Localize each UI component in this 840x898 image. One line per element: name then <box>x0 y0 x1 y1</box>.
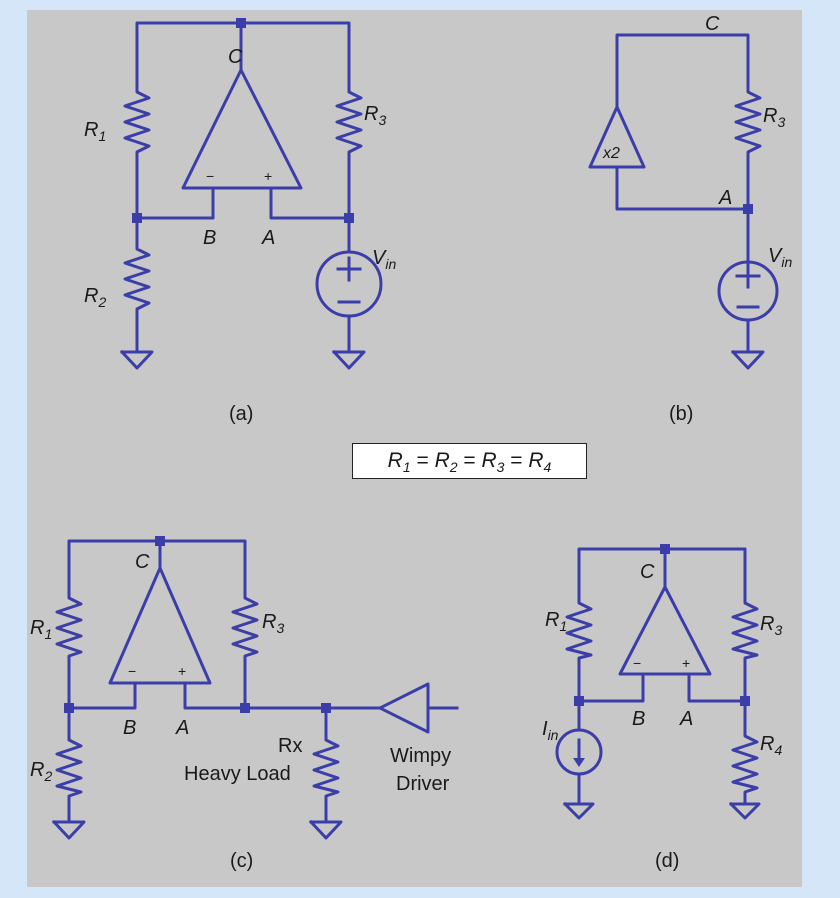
caption-c: (c) <box>230 850 253 872</box>
ground-a-1 <box>119 349 154 370</box>
node-dot <box>660 544 670 554</box>
caption-b: (b) <box>669 403 693 425</box>
opamp-a-triangle <box>181 68 303 190</box>
eq-sub: 3 <box>496 459 505 476</box>
resistor-a-r2 <box>123 240 151 314</box>
label-d-r4: R4 <box>760 733 782 758</box>
label-a-r2: R2 <box>84 285 106 310</box>
node-dot <box>240 703 250 713</box>
eq-r: R <box>434 449 450 472</box>
ground-d-1 <box>562 801 595 820</box>
ground-c-1 <box>51 819 86 840</box>
eq-equals: = <box>457 449 482 472</box>
resistor-d-r4 <box>731 728 759 806</box>
label-a-plus: + <box>264 168 272 184</box>
label-d-minus: − <box>633 655 641 671</box>
circuit-a: C − + B A R1 R2 R3 Vin (a) <box>84 18 396 425</box>
label-d-r1: R1 <box>545 609 567 634</box>
resistor-c-r2 <box>55 732 83 824</box>
label-b-r3: R3 <box>763 105 785 130</box>
label-a-node-b: B <box>203 227 216 249</box>
label-b-node-c: C <box>705 13 720 35</box>
opamp-c-triangle <box>108 566 212 685</box>
resistor-c-rx <box>312 732 340 824</box>
label-c-plus: + <box>178 663 186 679</box>
eq-equals: = <box>504 449 529 472</box>
node-dot <box>344 213 354 223</box>
label-d-node-a: A <box>679 708 693 730</box>
buffer-c-wimpy-driver <box>378 682 430 734</box>
eq-sub: 1 <box>402 459 411 476</box>
circuit-d: C − + B A R1 R3 R4 Iin (d) <box>542 544 782 872</box>
label-a-node-a: A <box>261 227 275 249</box>
resistor-equality-box: R1 = R2 = R3 = R4 <box>352 443 587 479</box>
eq-r: R <box>481 449 497 472</box>
label-d-r3: R3 <box>760 613 782 638</box>
label-d-node-b: B <box>632 708 645 730</box>
label-a-r3: R3 <box>364 103 386 128</box>
label-a-node-c: C <box>228 46 243 68</box>
circuit-c: C − + B A R1 R2 R3 Rx Heavy Load Wimpy D… <box>30 536 459 872</box>
label-a-minus: − <box>206 168 214 184</box>
resistor-c-r1 <box>55 590 83 660</box>
caption-a: (a) <box>229 403 253 425</box>
node-dot <box>64 703 74 713</box>
caption-d: (d) <box>655 850 679 872</box>
circuit-a-wires <box>135 21 351 354</box>
label-d-iin: Iin <box>542 718 559 743</box>
label-c-minus: − <box>128 663 136 679</box>
label-c-r2: R2 <box>30 759 52 784</box>
label-c-r3: R3 <box>262 611 284 636</box>
label-d-plus: + <box>682 655 690 671</box>
label-c-wimpy: Wimpy <box>390 745 451 767</box>
label-a-r1: R1 <box>84 119 106 144</box>
node-dot <box>321 703 331 713</box>
node-dot <box>155 536 165 546</box>
voltage-source-a <box>315 250 383 318</box>
eq-equals: = <box>410 449 435 472</box>
node-dot <box>132 213 142 223</box>
opamp-d-triangle <box>618 585 712 676</box>
label-a-vin: Vin <box>372 247 396 272</box>
resistor-d-r1 <box>565 595 593 662</box>
label-c-heavy-load: Heavy Load <box>184 763 291 785</box>
ground-c-2 <box>308 819 343 840</box>
resistor-c-r3 <box>231 590 259 660</box>
label-c-driver: Driver <box>396 773 450 795</box>
resistor-b-r3 <box>734 83 762 164</box>
label-d-node-c: C <box>640 561 655 583</box>
label-b-gain: x2 <box>602 145 620 162</box>
resistor-d-r3 <box>731 595 759 662</box>
eq-sub: 2 <box>449 459 458 476</box>
resistor-a-r1 <box>123 83 151 164</box>
label-c-r1: R1 <box>30 617 52 642</box>
label-c-node-a: A <box>175 717 189 739</box>
circuit-b: C A x2 R3 Vin (b) <box>588 13 792 425</box>
node-dot <box>236 18 246 28</box>
eq-r: R <box>387 449 403 472</box>
ground-b <box>730 349 765 370</box>
ground-a-2 <box>331 349 366 370</box>
label-c-node-c: C <box>135 551 150 573</box>
ground-d-2 <box>728 801 761 820</box>
resistor-a-r3 <box>335 83 363 164</box>
eq-sub: 4 <box>543 459 552 476</box>
node-dot <box>743 204 753 214</box>
label-c-rx: Rx <box>278 735 302 757</box>
label-b-node-a: A <box>718 187 732 209</box>
eq-r: R <box>528 449 544 472</box>
node-dot <box>740 696 750 706</box>
label-c-node-b: B <box>123 717 136 739</box>
node-dot <box>574 696 584 706</box>
label-b-vin: Vin <box>768 245 792 270</box>
